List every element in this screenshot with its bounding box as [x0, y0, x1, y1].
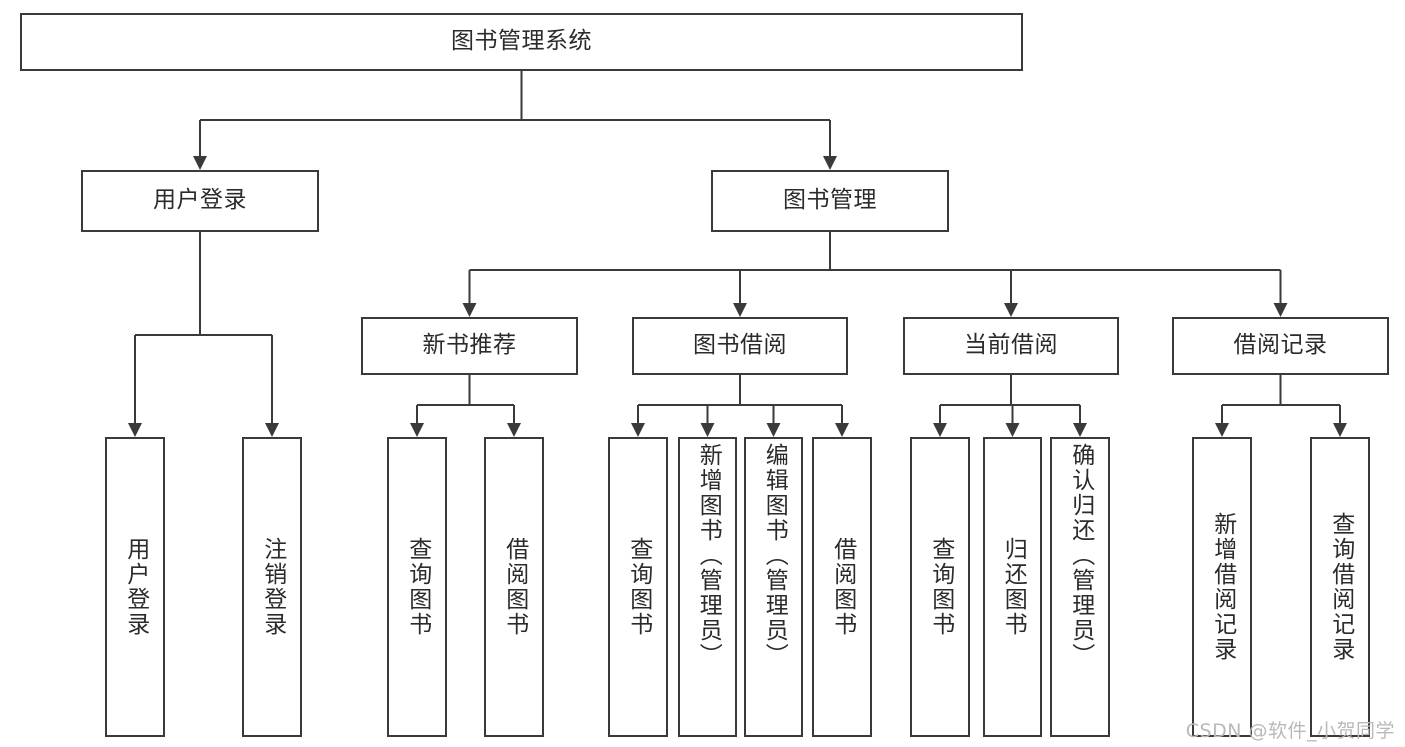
node-label: 新增图书（管理员）	[695, 443, 722, 668]
node-label: 查询图书	[625, 537, 652, 637]
node-label: 查询图书	[404, 537, 431, 637]
node-leaf-user-login[interactable]: 用户登录	[105, 437, 165, 737]
node-leaf-borrow-query-book[interactable]: 查询图书	[608, 437, 668, 737]
node-leaf-recommend-query-book[interactable]: 查询图书	[387, 437, 447, 737]
node-label: 确认归还（管理员）	[1067, 443, 1094, 668]
node-leaf-borrow-book[interactable]: 借阅图书	[812, 437, 872, 737]
node-label: 图书借阅	[693, 332, 787, 359]
node-root-system[interactable]: 图书管理系统	[20, 13, 1023, 71]
node-leaf-query-loan-record[interactable]: 查询借阅记录	[1310, 437, 1370, 737]
node-label: 借阅图书	[829, 537, 856, 637]
node-label: 新书推荐	[422, 332, 517, 359]
node-leaf-confirm-return-admin[interactable]: 确认归还（管理员）	[1050, 437, 1110, 737]
node-label: 归还图书	[1000, 537, 1027, 637]
node-label: 当前借阅	[964, 332, 1058, 359]
node-leaf-user-logout[interactable]: 注销登录	[242, 437, 302, 737]
node-leaf-add-loan-record[interactable]: 新增借阅记录	[1192, 437, 1252, 737]
node-leaf-recommend-borrow-book[interactable]: 借阅图书	[484, 437, 544, 737]
node-book-management[interactable]: 图书管理	[711, 170, 949, 232]
node-label: 查询借阅记录	[1327, 512, 1354, 662]
node-label: 用户登录	[153, 187, 247, 214]
node-loan-record[interactable]: 借阅记录	[1172, 317, 1389, 375]
node-label: 查询图书	[927, 537, 954, 637]
node-leaf-add-book-admin[interactable]: 新增图书（管理员）	[678, 437, 737, 737]
node-label: 编辑图书（管理员）	[761, 443, 788, 668]
node-user-login[interactable]: 用户登录	[81, 170, 319, 232]
node-leaf-return-book[interactable]: 归还图书	[983, 437, 1042, 737]
node-label: 新增借阅记录	[1209, 512, 1236, 662]
node-new-book-recommend[interactable]: 新书推荐	[361, 317, 578, 375]
node-book-borrow[interactable]: 图书借阅	[632, 317, 848, 375]
node-current-loan[interactable]: 当前借阅	[903, 317, 1119, 375]
node-leaf-current-query-book[interactable]: 查询图书	[910, 437, 970, 737]
node-label: 借阅图书	[501, 537, 528, 637]
node-label: 注销登录	[259, 537, 286, 637]
node-label: 用户登录	[122, 537, 149, 637]
node-leaf-edit-book-admin[interactable]: 编辑图书（管理员）	[744, 437, 803, 737]
node-label: 图书管理	[783, 187, 877, 214]
node-label: 借阅记录	[1233, 332, 1328, 359]
node-label: 图书管理系统	[451, 28, 592, 55]
